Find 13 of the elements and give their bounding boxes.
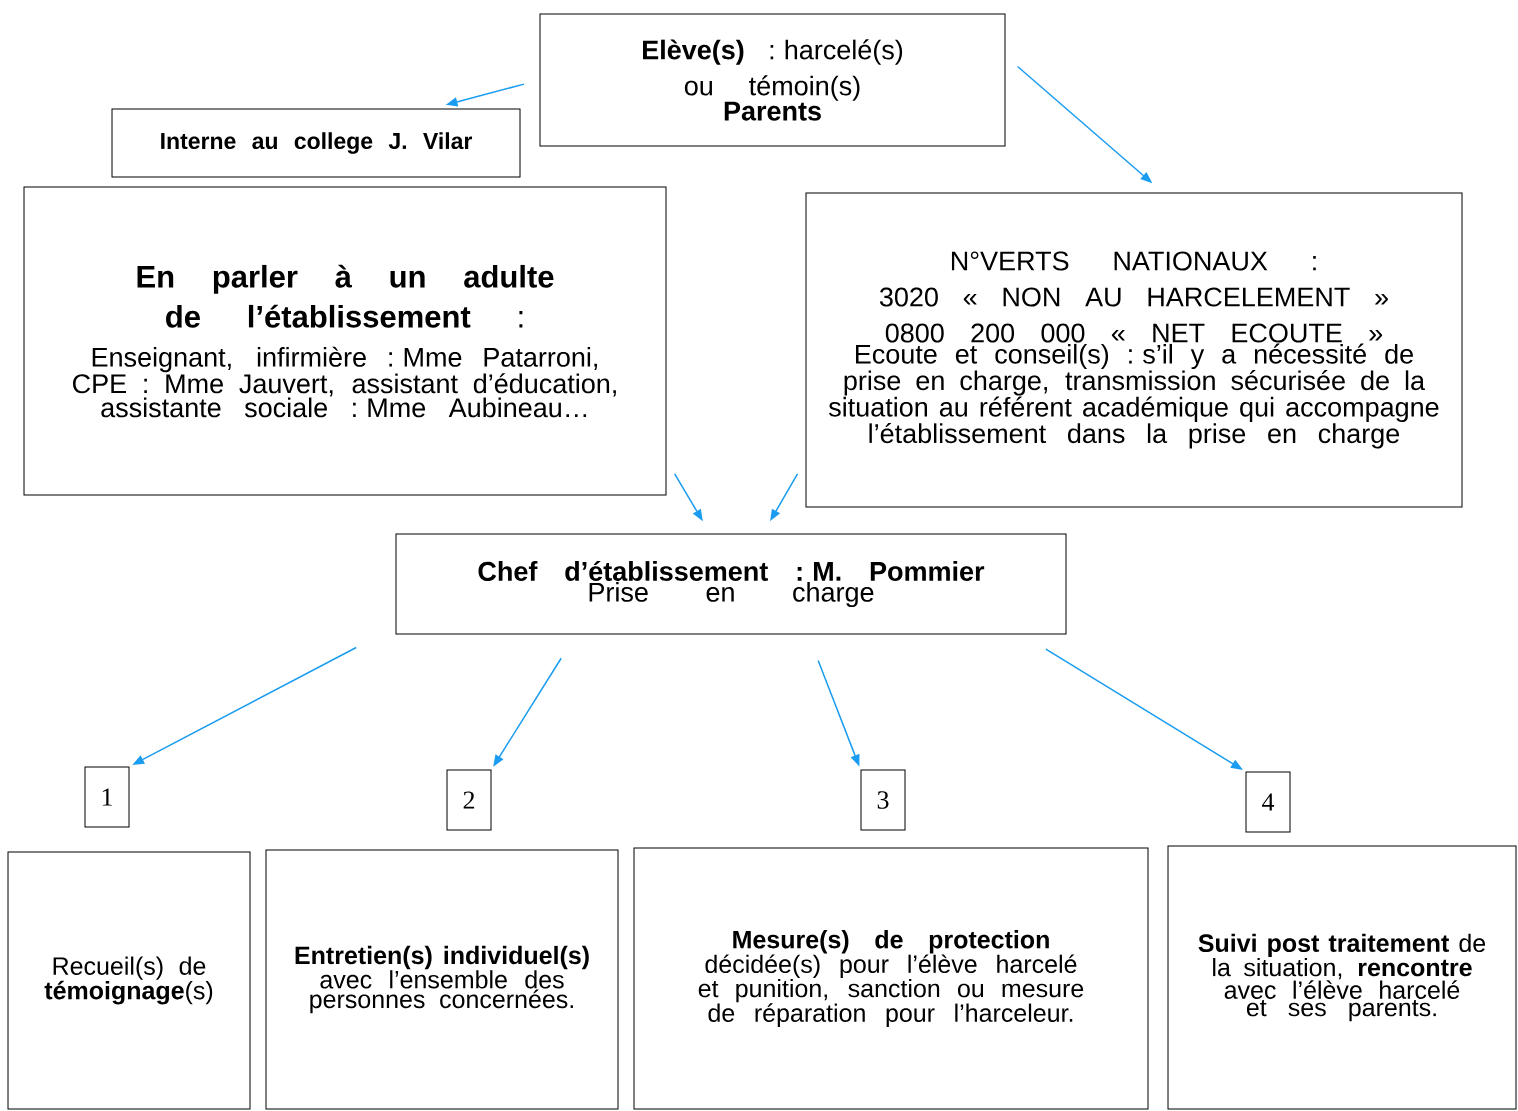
text-box: Interne au college J. Vilar (111, 108, 521, 178)
number-box: 1 (84, 766, 130, 828)
number-box: 4 (1245, 771, 1291, 833)
text-box: Elève(s) : harcelé(s) ou témoin(s) Parents (539, 13, 1006, 147)
text-box: Entretien(s) individuel(s) avec l’ensemble des personnes concernées. (265, 849, 619, 1110)
number-box: 3 (860, 769, 906, 831)
text-box: Recueil(s) de témoignage(s) (7, 851, 251, 1110)
text-box: N°VERTS NATIONAUX : 3020 « NON AU HARCELEMENT » 0800 200 000 « NET ECOUTE » Ecoute et conseil(s) : s’il y a nécessité de prise en charge, transmission sécurisée de la situation au référent académique qui accompagne l’établissement dans la prise en charge (805, 192, 1463, 508)
number-box: 2 (446, 769, 492, 831)
text-box: Chef d’établissement : M. Pommier Prise en charge (395, 533, 1067, 635)
text-box: Suivi post traitement de la situation, rencontre avec l’élève harcelé et ses parents. (1167, 845, 1517, 1110)
text-box: Mesure(s) de protection décidée(s) pour l’élève harcelé et punition, sanction ou mesure de réparation pour l’harceleur. (633, 847, 1149, 1110)
text-box: En parler à un adulte de l’établissement : Enseignant, infirmière : Mme Patarroni, CPE : Mme Jauvert, assistant d’éducation, assistante sociale : Mme Aubineau… (23, 186, 667, 496)
